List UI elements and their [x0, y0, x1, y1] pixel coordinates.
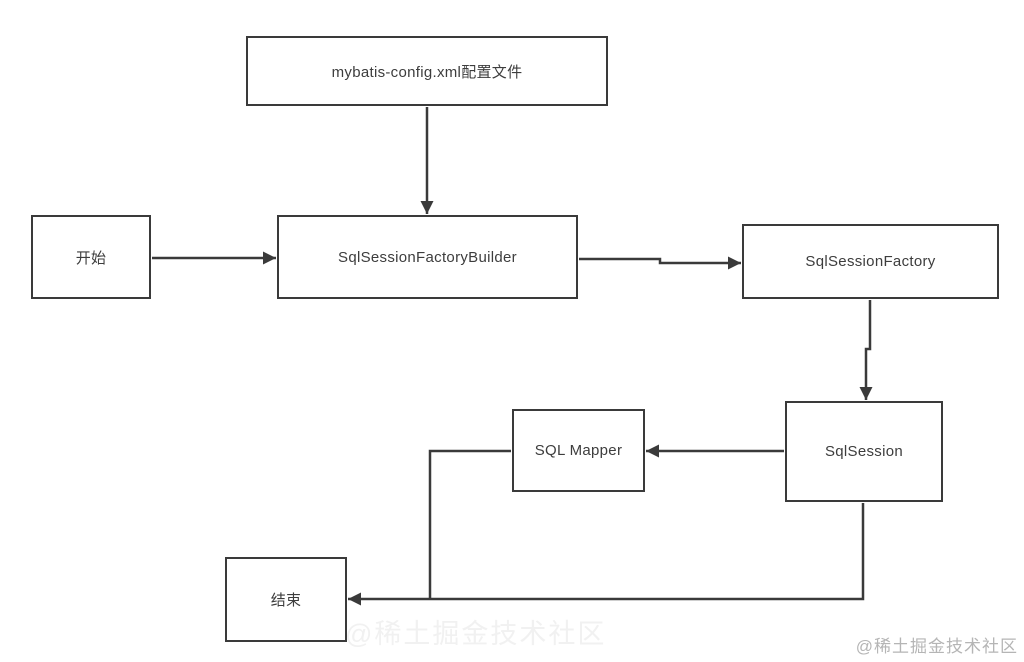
edge-mapper-join: [428, 449, 511, 599]
ghost-watermark: @稀土掘金技术社区: [345, 619, 607, 649]
node-sqlsession: SqlSession: [785, 401, 943, 502]
node-sql-mapper: SQL Mapper: [512, 409, 645, 492]
node-mybatis-config-label: mybatis-config.xml配置文件: [331, 63, 523, 81]
node-sql-mapper-label: SQL Mapper: [534, 442, 623, 459]
node-end-label: 结束: [270, 592, 302, 609]
node-start: 开始: [31, 215, 151, 299]
node-sqlsessionfactorybuilder-label: SqlSessionFactoryBuilder: [338, 248, 517, 266]
edge-builder-factory: [579, 256, 741, 270]
site-watermark: @稀土掘金技术社区: [855, 637, 1018, 656]
node-sqlsessionfactory-label: SqlSessionFactory: [805, 253, 936, 270]
edge-session-end: [348, 503, 865, 606]
node-start-label: 开始: [75, 249, 107, 267]
node-sqlsessionfactorybuilder: SqlSessionFactoryBuilder: [277, 215, 578, 299]
node-sqlsession-label: SqlSession: [824, 443, 904, 460]
edge-factory-session: [859, 300, 873, 400]
node-mybatis-config: mybatis-config.xml配置文件: [246, 36, 608, 106]
node-end: 结束: [225, 557, 347, 642]
node-sqlsessionfactory: SqlSessionFactory: [742, 224, 999, 299]
